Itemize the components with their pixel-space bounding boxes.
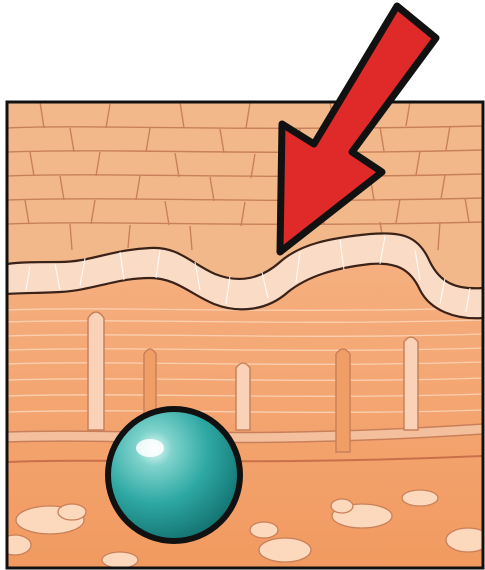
fat-globule	[331, 499, 353, 513]
fat-globule	[102, 552, 138, 568]
fat-globule	[250, 522, 278, 538]
vessel-4	[336, 349, 350, 452]
vessel-5	[404, 337, 418, 430]
fat-globule	[259, 538, 311, 562]
fat-globule	[402, 490, 438, 506]
fat-globule	[446, 528, 485, 552]
vessel-3	[236, 363, 250, 430]
fat-globule	[58, 504, 86, 520]
teal-sphere-icon	[108, 409, 240, 541]
vessel-1	[88, 312, 104, 430]
